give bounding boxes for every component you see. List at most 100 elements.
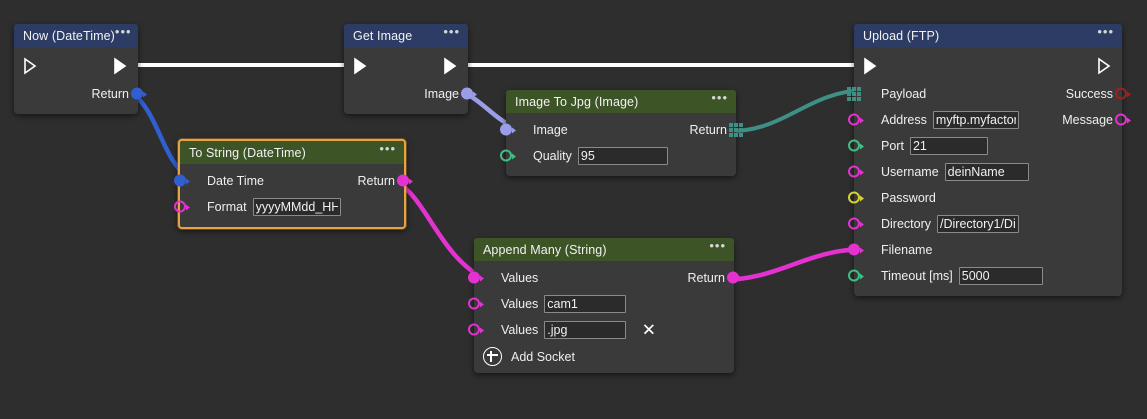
socket-in-password[interactable] — [848, 191, 864, 205]
quality-input[interactable] — [577, 147, 668, 165]
socket-in-address[interactable] — [848, 113, 864, 127]
socket-label: Return — [689, 123, 727, 137]
socket-label: Port — [881, 139, 904, 153]
socket-in-port[interactable] — [848, 139, 864, 153]
node-header[interactable]: Image To Jpg (Image) ••• — [506, 90, 736, 113]
socket-label: Values — [501, 323, 539, 337]
node-menu-icon[interactable]: ••• — [1097, 24, 1114, 39]
socket-in-username[interactable] — [848, 165, 864, 179]
socket-label: Success — [1065, 87, 1113, 101]
node-get-image[interactable]: Get Image ••• Image — [344, 24, 477, 114]
node-to-string-datetime[interactable]: To String (DateTime) ••• Date Time Retur… — [174, 139, 413, 229]
socket-out-return[interactable] — [727, 271, 743, 285]
socket-label: Password — [881, 191, 936, 205]
socket-label: Username — [881, 165, 939, 179]
exec-in-arrow-icon[interactable] — [352, 57, 370, 75]
socket-label: Return — [91, 87, 129, 101]
input-row-values-2: Values ✕ — [468, 317, 734, 343]
input-row-port: Port — [848, 133, 1122, 159]
exec-in-arrow-icon[interactable] — [22, 57, 40, 75]
values-input-1[interactable] — [544, 295, 627, 313]
socket-in-date-time[interactable] — [174, 174, 190, 188]
node-menu-icon[interactable]: ••• — [443, 24, 460, 39]
node-upload-ftp[interactable]: Upload (FTP) ••• Payload Success — [847, 24, 1131, 296]
node-body: Date Time Return Format — [174, 164, 413, 227]
input-row-filename: Filename — [848, 237, 1122, 263]
node-body: Return — [14, 47, 147, 114]
exec-row — [854, 51, 1122, 81]
node-body: Image Return Quality — [500, 113, 743, 176]
values-input-2[interactable] — [544, 321, 627, 339]
node-header[interactable]: Append Many (String) ••• — [474, 238, 734, 261]
node-header[interactable]: Upload (FTP) ••• — [854, 24, 1122, 47]
node-header[interactable]: Now (DateTime) ••• — [14, 24, 138, 47]
node-menu-icon[interactable]: ••• — [711, 90, 728, 105]
address-input[interactable] — [932, 111, 1019, 129]
socket-in-values-0[interactable] — [468, 271, 484, 285]
input-row-password: Password — [848, 185, 1122, 211]
node-menu-icon[interactable]: ••• — [709, 238, 726, 253]
username-input[interactable] — [944, 163, 1029, 181]
input-row-quality: Quality — [500, 143, 736, 169]
socket-in-directory[interactable] — [848, 217, 864, 231]
socket-in-format[interactable] — [174, 200, 190, 214]
remove-socket-icon[interactable]: ✕ — [641, 320, 656, 340]
socket-in-timeout[interactable] — [848, 269, 864, 283]
socket-in-filename[interactable] — [848, 243, 864, 257]
socket-label: Values — [501, 271, 539, 285]
node-now-datetime[interactable]: Now (DateTime) ••• Return — [14, 24, 147, 114]
socket-in-values-1[interactable] — [468, 297, 484, 311]
socket-in-image[interactable] — [500, 123, 516, 137]
input-row-directory: Directory — [848, 211, 1122, 237]
input-row-username: Username — [848, 159, 1122, 185]
output-row-return: Return — [14, 81, 147, 107]
add-socket-label: Add Socket — [511, 349, 575, 364]
exec-row — [14, 51, 138, 81]
add-socket-button[interactable]: Add Socket — [474, 343, 734, 366]
wire-bytes-tojpg-upload — [729, 88, 868, 133]
node-append-many-string[interactable]: Append Many (String) ••• Values Return V… — [468, 238, 743, 373]
exec-out-arrow-icon[interactable] — [442, 57, 460, 75]
socket-label: Format — [207, 200, 247, 214]
port-input[interactable] — [909, 137, 988, 155]
socket-out-image[interactable] — [461, 87, 477, 101]
socket-out-success[interactable] — [1115, 87, 1131, 101]
format-input[interactable] — [252, 198, 341, 216]
socket-label: Message — [1062, 113, 1113, 127]
timeout-input[interactable] — [958, 267, 1043, 285]
directory-input[interactable] — [937, 215, 1020, 233]
input-row-format: Format — [174, 194, 404, 220]
node-body: Image — [344, 47, 477, 114]
socket-label: Timeout [ms] — [881, 269, 953, 283]
io-row-datetime-return: Date Time Return — [174, 168, 413, 194]
node-menu-icon[interactable]: ••• — [379, 141, 396, 156]
node-title: To String (DateTime) — [189, 145, 306, 160]
socket-out-return-array-icon[interactable] — [729, 123, 743, 137]
socket-label: Address — [881, 113, 927, 127]
exec-out-arrow-icon[interactable] — [112, 57, 130, 75]
socket-label: Values — [501, 297, 539, 311]
socket-in-values-2[interactable] — [468, 323, 484, 337]
socket-out-return[interactable] — [397, 174, 413, 188]
node-image-to-jpg[interactable]: Image To Jpg (Image) ••• Image Return Qu… — [500, 90, 743, 176]
node-header[interactable]: To String (DateTime) ••• — [180, 141, 404, 164]
socket-label: Image — [533, 123, 568, 137]
node-title: Upload (FTP) — [863, 28, 940, 43]
socket-in-payload-array-icon[interactable] — [847, 87, 861, 101]
socket-label: Image — [424, 87, 459, 101]
socket-in-quality[interactable] — [500, 149, 516, 163]
node-menu-icon[interactable]: ••• — [114, 24, 132, 39]
socket-out-message[interactable] — [1115, 113, 1131, 127]
socket-out-return[interactable] — [131, 87, 147, 101]
exec-out-arrow-icon[interactable] — [1096, 57, 1114, 75]
io-row-values-return: Values Return — [468, 265, 743, 291]
exec-in-arrow-icon[interactable] — [862, 57, 880, 75]
socket-label: Quality — [533, 149, 572, 163]
node-body: Payload Success Address Message — [847, 47, 1131, 296]
socket-label: Date Time — [207, 174, 264, 188]
node-header[interactable]: Get Image ••• — [344, 24, 468, 47]
output-row-image: Image — [344, 81, 477, 107]
socket-label: Filename — [881, 243, 933, 257]
socket-label: Return — [687, 271, 725, 285]
